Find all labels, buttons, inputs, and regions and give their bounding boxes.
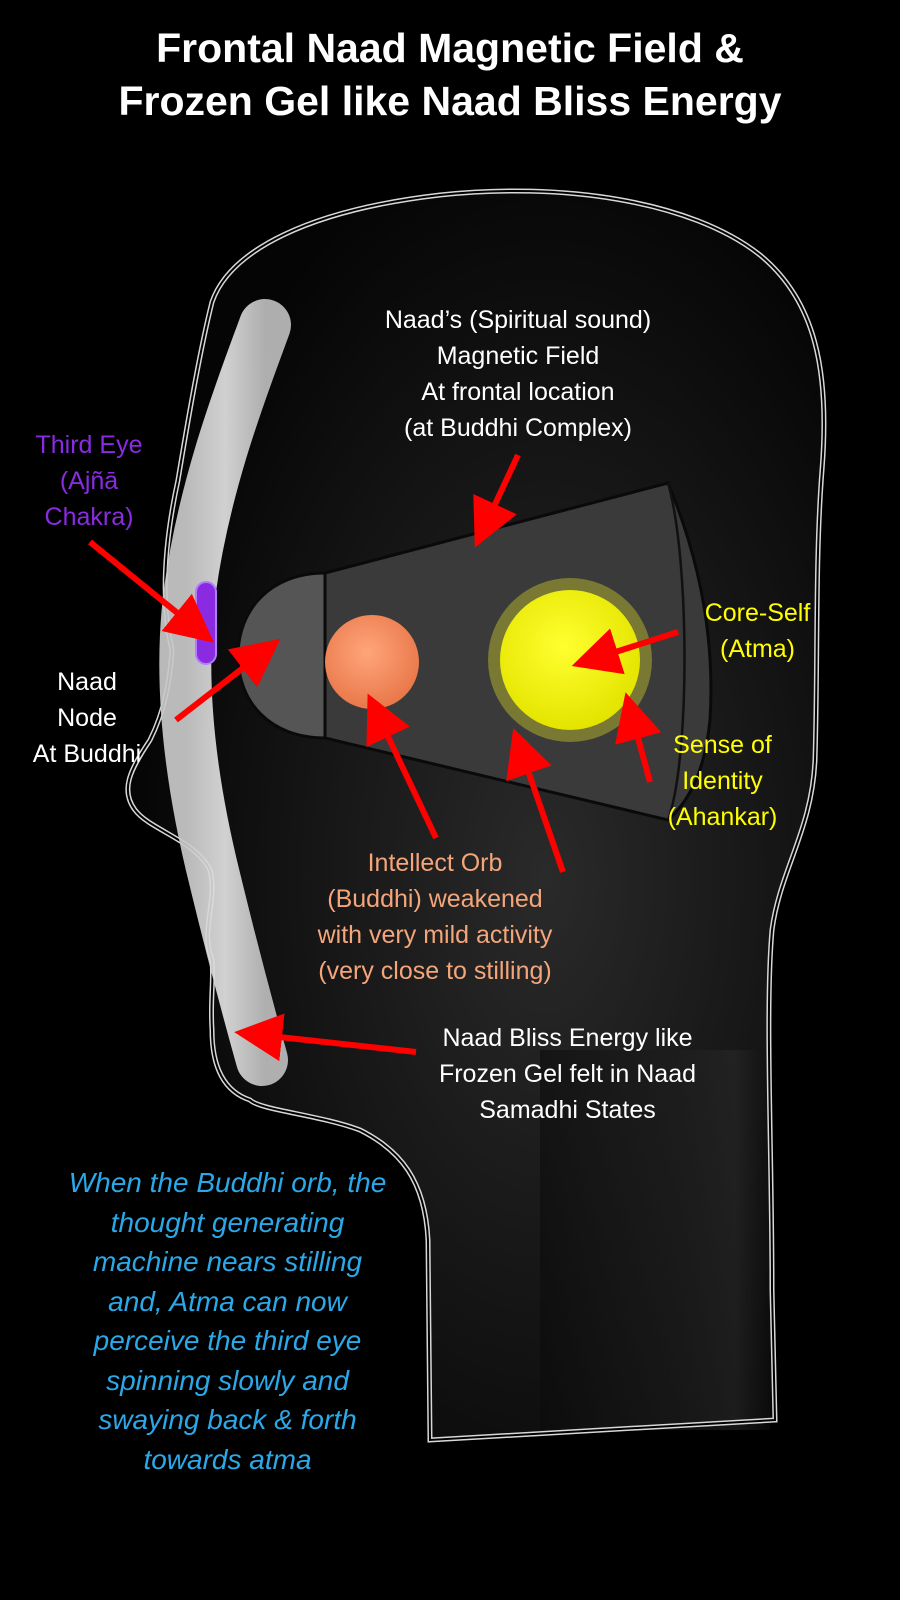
caption-line8: towards atma — [143, 1443, 312, 1475]
label-bliss-energy-line3: Samadhi States — [479, 1096, 656, 1124]
label-sense-identity: Sense of Identity (Ahankar) — [645, 727, 800, 835]
label-third-eye-line2: (Ajñā — [59, 467, 119, 495]
caption-line4: and, Atma can now — [108, 1285, 347, 1317]
label-third-eye-line3: Chakra) — [44, 503, 134, 531]
caption-line1: When the Buddhi orb, the — [68, 1167, 387, 1198]
arrow-intellect-cone — [506, 727, 566, 873]
label-intellect-orb-line1: Intellect Orb — [367, 849, 503, 877]
label-naad-node-line3: At Buddhi — [32, 740, 142, 768]
frozen-gel-band — [159, 299, 291, 1086]
label-core-self-line1: Core-Self — [704, 599, 811, 627]
caption-line3: machine nears stilling — [92, 1246, 363, 1277]
arrow-intellect-orb — [366, 693, 439, 840]
label-naad-node: Naad Node At Buddhi — [12, 664, 162, 772]
arrow-magnetic-field — [473, 453, 521, 548]
intellect-orb — [325, 615, 419, 709]
caption-line6: spinning slowly and — [106, 1364, 349, 1396]
caption-line2: thought generating — [110, 1206, 345, 1238]
arrow-core-self — [571, 628, 679, 675]
label-core-self: Core-Self (Atma) — [680, 595, 835, 667]
caption: When the Buddhi orb, the thought generat… — [20, 1163, 435, 1479]
title-line-1: Frontal Naad Magnetic Field & — [156, 25, 744, 71]
label-intellect-orb-line2: (Buddhi) weakened — [327, 885, 543, 913]
arrow-third-eye — [88, 539, 214, 643]
label-bliss-energy: Naad Bliss Energy like Frozen Gel felt i… — [400, 1020, 735, 1128]
label-sense-identity-line3: (Ahankar) — [667, 803, 778, 831]
arrows — [88, 453, 679, 1062]
label-naad-node-line2: Node — [57, 704, 117, 732]
core-self-orb — [500, 590, 640, 730]
caption-line5: perceive the third eye — [93, 1325, 362, 1356]
page-title: Frontal Naad Magnetic Field & Frozen Gel… — [0, 22, 900, 128]
caption-line7: swaying back & forth — [98, 1404, 357, 1435]
label-magnetic-field: Naad’s (Spiritual sound) Magnetic Field … — [338, 302, 698, 446]
label-intellect-orb: Intellect Orb (Buddhi) weakened with ver… — [270, 845, 600, 989]
label-intellect-orb-line4: (very close to stilling) — [318, 957, 552, 985]
label-third-eye-line1: Third Eye — [35, 431, 143, 459]
label-third-eye: Third Eye (Ajñā Chakra) — [14, 427, 164, 535]
label-core-self-line2: (Atma) — [720, 635, 795, 663]
label-magnetic-field-line1: Naad’s (Spiritual sound) — [384, 306, 652, 334]
label-magnetic-field-line3: At frontal location — [421, 378, 615, 406]
label-magnetic-field-line4: (at Buddhi Complex) — [404, 414, 632, 442]
label-bliss-energy-line2: Frozen Gel felt in Naad — [438, 1060, 697, 1088]
label-magnetic-field-line2: Magnetic Field — [436, 342, 600, 370]
arrow-naad-node — [174, 638, 281, 723]
third-eye — [195, 581, 217, 665]
label-sense-identity-line1: Sense of — [673, 731, 772, 759]
label-bliss-energy-line1: Naad Bliss Energy like — [442, 1024, 693, 1052]
arrow-bliss-energy — [234, 1013, 417, 1062]
title-line-2: Frozen Gel like Naad Bliss Energy — [118, 78, 782, 124]
label-intellect-orb-line3: with very mild activity — [317, 921, 553, 949]
label-sense-identity-line2: Identity — [682, 767, 763, 795]
label-naad-node-line1: Naad — [57, 668, 117, 696]
arrow-identity — [615, 692, 662, 783]
